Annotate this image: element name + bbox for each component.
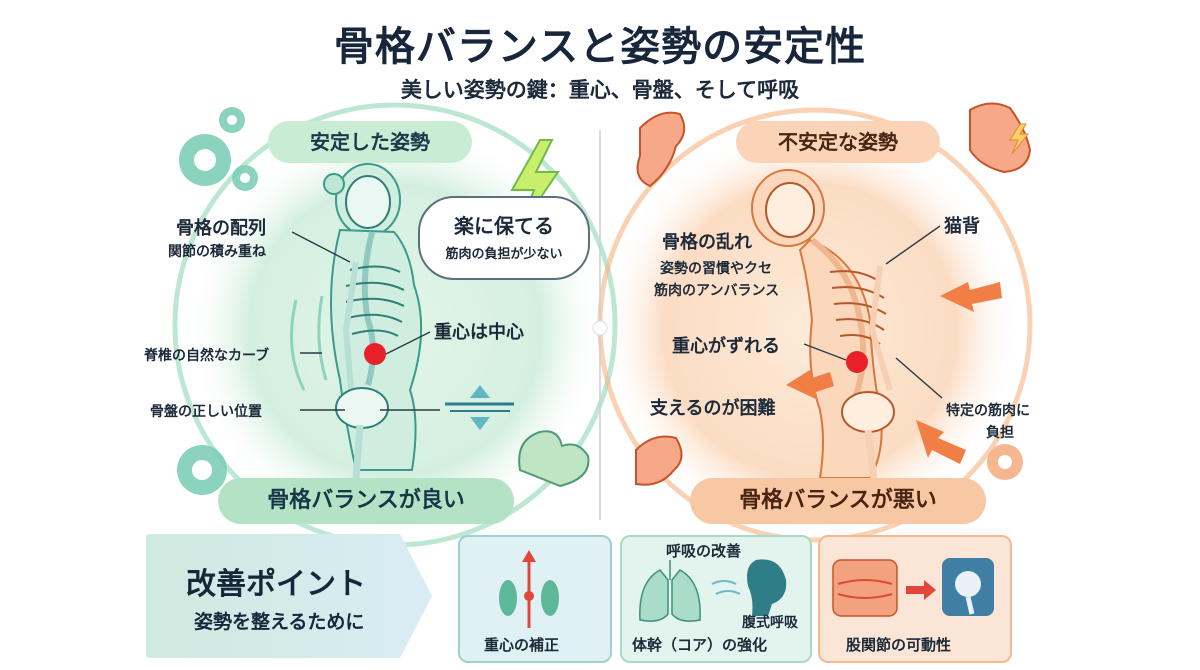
muscle-arm-icon bbox=[969, 102, 1032, 174]
kaizen-arrow-box bbox=[146, 534, 432, 658]
muscle-burden-label-2: 負担 bbox=[986, 425, 1014, 441]
unstable-skeleton bbox=[765, 182, 895, 481]
bubble-title: 楽に保てる bbox=[454, 214, 554, 238]
pressure-arrows bbox=[786, 282, 1002, 464]
improvement-subtitle: 姿勢を整えるために bbox=[194, 611, 365, 633]
core-strength-caption: 体幹（コア）の強化 bbox=[632, 636, 768, 654]
muscle-arm-icon bbox=[636, 111, 686, 188]
good-balance-footer: 骨格バランスが良い bbox=[218, 478, 514, 524]
bubble-subtitle: 筋肉の負担が少ない bbox=[445, 247, 563, 262]
spine-curve-arrow bbox=[290, 299, 306, 391]
gear-icon bbox=[987, 444, 1023, 480]
center-spark bbox=[592, 320, 608, 336]
pelvis-position-label: 骨盤の正しい位置 bbox=[150, 404, 262, 420]
alignment-label: 骨格の配列 bbox=[176, 218, 266, 239]
unstable-posture-header: 不安定な姿勢 bbox=[736, 121, 940, 163]
stable-posture-header: 安定した姿勢 bbox=[268, 121, 472, 163]
muscle-burden-label: 特定の筋肉に bbox=[946, 403, 1030, 419]
stable-center-dot bbox=[364, 343, 386, 365]
hunchback-label: 猫背 bbox=[944, 216, 980, 237]
shifted-center-label: 重心がずれる bbox=[672, 336, 780, 357]
spine-curve-label: 脊椎の自然なカーブ bbox=[144, 348, 270, 364]
leader-lines-unstable bbox=[803, 225, 943, 399]
muscle-arm-icon bbox=[635, 435, 683, 486]
lightning-icon bbox=[1009, 123, 1030, 155]
page-title: 骨格バランスと姿勢の安定性 bbox=[333, 24, 867, 70]
imbalance-label: 筋肉のアンバランス bbox=[654, 283, 780, 299]
hip-mobility-caption: 股関節の可動性 bbox=[846, 636, 952, 654]
gear-icon bbox=[177, 107, 258, 495]
bad-balance-footer: 骨格バランスが悪い bbox=[690, 478, 986, 524]
center-gravity-label: 重心は中心 bbox=[434, 322, 524, 343]
abdominal-breathing-caption: 腹式呼吸 bbox=[742, 615, 798, 631]
ease-speech-bubble: 楽に保てる 筋肉の負担が少ない bbox=[418, 196, 590, 280]
stable-skeleton bbox=[335, 175, 405, 481]
page-subtitle: 美しい姿勢の鍵：重心、骨盤、そして呼吸 bbox=[400, 78, 800, 102]
disorder-label: 骨格の乱れ bbox=[662, 232, 752, 253]
muscle-arm-icon bbox=[518, 430, 590, 488]
habit-label: 姿勢の習慣やクセ bbox=[660, 261, 772, 277]
breathing-improvement-caption: 呼吸の改善 bbox=[666, 542, 742, 560]
spine-curve-arrow bbox=[317, 295, 328, 381]
alignment-sub-label: 関節の積み重ね bbox=[168, 244, 266, 260]
unstable-center-dot bbox=[846, 351, 868, 373]
center-correction-caption: 重心の補正 bbox=[484, 636, 560, 654]
leader-lines-stable bbox=[291, 231, 440, 411]
balance-icon bbox=[445, 385, 514, 430]
hard-to-support-label: 支えるのが困難 bbox=[650, 398, 776, 419]
improvement-title: 改善ポイント bbox=[186, 567, 366, 602]
